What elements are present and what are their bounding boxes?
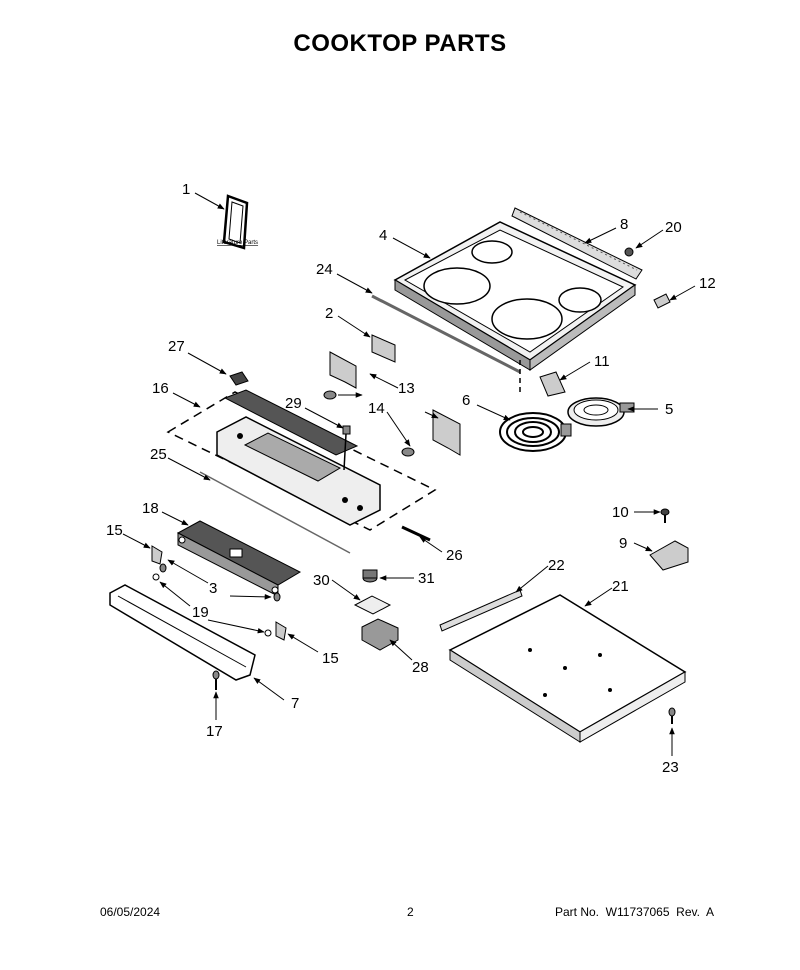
footer-date: 06/05/2024: [100, 905, 161, 919]
callout-4: 4: [379, 227, 387, 244]
screws-3-19: [152, 563, 281, 690]
part-front-trim-7: [109, 584, 256, 681]
part-housing-18: [176, 520, 302, 597]
part-wire-25: [199, 471, 351, 554]
callout-27: 27: [168, 338, 185, 355]
callout-23: 23: [662, 759, 679, 776]
part-base-pan-21: [448, 594, 687, 743]
part-bracket-13: [329, 351, 357, 389]
callout-3: 3: [209, 580, 217, 597]
callout-31: 31: [418, 570, 435, 587]
part-screw-23: [668, 707, 676, 724]
callout-30: 30: [313, 572, 330, 589]
callout-15-right: 15: [322, 650, 339, 667]
part-coil-element-6: [499, 412, 572, 452]
part-clip-12: [653, 293, 671, 309]
callout-20: 20: [665, 219, 682, 236]
callout-10: 10: [612, 504, 629, 521]
callout-11: 11: [594, 353, 610, 370]
part-seal-24: [371, 294, 521, 374]
callout-17: 17: [206, 723, 223, 740]
part-knob-27: [229, 371, 249, 386]
callout-13: 13: [398, 380, 415, 397]
literature-parts: Literature Parts: [217, 194, 258, 250]
part-clip-11: [539, 371, 566, 397]
callout-1: 1: [182, 181, 190, 198]
part-bracket-14: [432, 409, 461, 456]
part-bracket-2: [371, 334, 396, 363]
callout-8: 8: [620, 216, 628, 233]
screws-13-14: [323, 390, 415, 457]
callout-26: 26: [446, 547, 463, 564]
callout-19-left: 19: [192, 604, 209, 621]
part-cooktop: [393, 221, 637, 371]
callout-2: 2: [325, 305, 333, 322]
part-rear-trim: [511, 207, 643, 280]
page-title: COOKTOP PARTS: [293, 30, 507, 57]
callout-21: 21: [612, 578, 629, 595]
callout-12: 12: [699, 275, 716, 292]
part-bracket-15-left: [151, 545, 163, 565]
footer-page-number: 2: [407, 905, 414, 919]
callout-14: 14: [368, 400, 385, 417]
callout-5: 5: [665, 401, 673, 418]
callout-6: 6: [462, 392, 470, 409]
callout-9: 9: [619, 535, 627, 552]
part-bracket-9: [649, 540, 689, 571]
callout-24: 24: [316, 261, 333, 278]
callout-18: 18: [142, 500, 159, 517]
part-screw-20: [624, 247, 634, 257]
callout-labels: 1 2 3 4 5 6 7 8 9 10 11 12 13 14 15 15 1…: [106, 181, 716, 776]
callout-29: 29: [285, 395, 302, 412]
literature-parts-label: Literature Parts: [217, 240, 258, 246]
part-pin-29: [342, 425, 351, 471]
part-switch-assembly-28-30-31: [353, 569, 399, 651]
part-screw-10: [660, 508, 670, 523]
callout-7: 7: [291, 695, 299, 712]
callout-22: 22: [548, 557, 565, 574]
part-strip-26: [401, 525, 431, 542]
part-bracket-15-right: [275, 621, 287, 641]
callout-25: 25: [150, 446, 167, 463]
leader-lines: [122, 192, 696, 756]
footer-part-number: Part No. W11737065 Rev. A: [555, 905, 714, 919]
callout-15-left: 15: [106, 522, 123, 539]
part-radiant-element-5: [567, 397, 635, 427]
callout-16: 16: [152, 380, 169, 397]
part-strip-22: [439, 589, 523, 632]
callout-28: 28: [412, 659, 429, 676]
part-control-panel-16: [216, 389, 381, 526]
